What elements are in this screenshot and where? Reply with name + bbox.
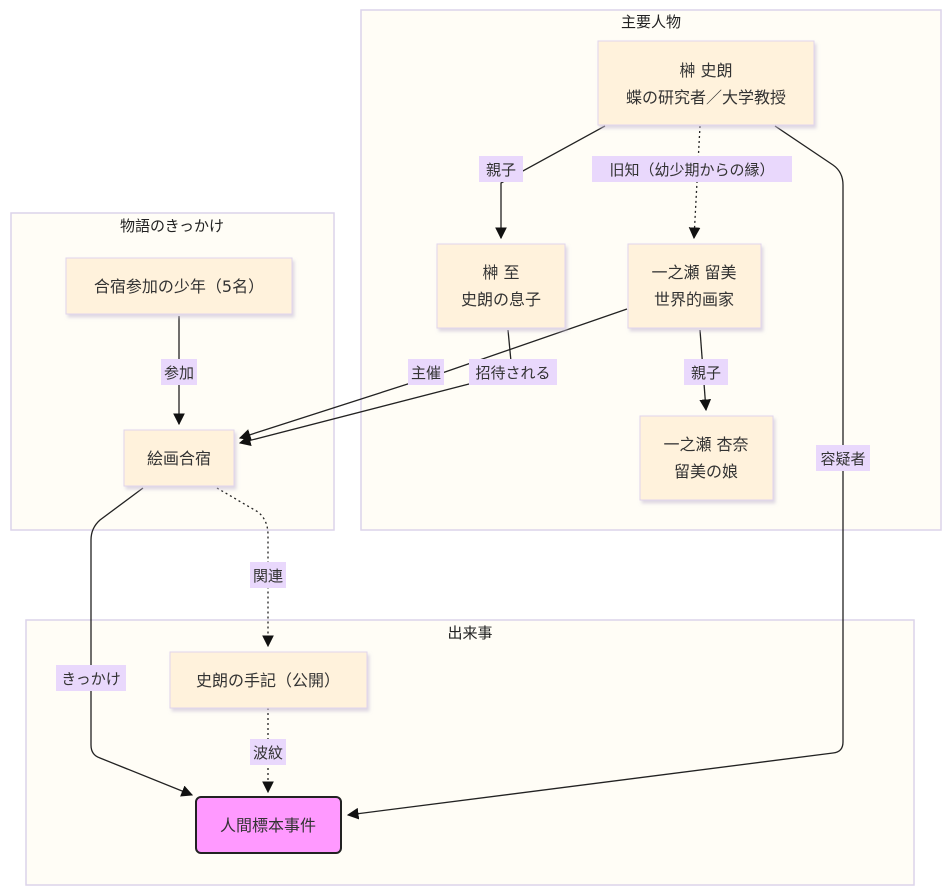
edge-label-camp-incident: きっかけ (56, 665, 126, 691)
edge-label-boys-camp: 参加 (161, 359, 197, 385)
svg-text:合宿参加の少年（5名）: 合宿参加の少年（5名） (94, 277, 264, 296)
node-memoir[interactable]: 史朗の手記（公開） (169, 651, 368, 709)
svg-text:旧知（幼少期からの縁）: 旧知（幼少期からの縁） (609, 161, 774, 179)
svg-text:招待される: 招待される (475, 364, 550, 382)
cluster-title: 物語のきっかけ (120, 217, 224, 235)
svg-text:関連: 関連 (253, 567, 283, 585)
svg-text:榊 至: 榊 至 (482, 263, 519, 282)
edge-shiro-itaru (495, 125, 606, 240)
edge-label-rumi-camp: 主催 (408, 359, 444, 385)
node-rumi[interactable]: 一之瀬 留美 世界的画家 (627, 243, 762, 329)
node-itaru[interactable]: 榊 至 史朗の息子 (436, 243, 566, 329)
edge-label-shiro-itaru: 親子 (479, 156, 523, 182)
node-anna[interactable]: 一之瀬 杏奈 留美の娘 (639, 415, 774, 501)
svg-text:一之瀬 留美: 一之瀬 留美 (651, 263, 736, 282)
svg-text:蝶の研究者／大学教授: 蝶の研究者／大学教授 (626, 88, 786, 107)
svg-text:参加: 参加 (164, 364, 194, 382)
edge-label-camp-memoir: 関連 (250, 562, 286, 588)
svg-text:一之瀬 杏奈: 一之瀬 杏奈 (663, 435, 748, 454)
node-camp[interactable]: 絵画合宿 (123, 429, 235, 487)
svg-text:人間標本事件: 人間標本事件 (220, 816, 316, 835)
svg-text:世界的画家: 世界的画家 (654, 290, 734, 309)
svg-text:主催: 主催 (411, 364, 441, 382)
node-boys[interactable]: 合宿参加の少年（5名） (65, 257, 293, 315)
edge-rumi-camp (238, 308, 628, 441)
svg-text:親子: 親子 (691, 364, 721, 382)
edge-label-memoir-incident: 波紋 (250, 739, 286, 765)
edge-label-rumi-anna: 親子 (684, 359, 728, 385)
edge-label-itaru-camp: 招待される (469, 359, 557, 385)
edge-label-shiro-rumi: 旧知（幼少期からの縁） (592, 156, 792, 182)
svg-text:留美の娘: 留美の娘 (674, 462, 738, 481)
svg-text:絵画合宿: 絵画合宿 (147, 449, 211, 468)
node-incident[interactable]: 人間標本事件 (195, 796, 342, 854)
edge-label-shiro-incident: 容疑者 (816, 445, 870, 471)
svg-text:きっかけ: きっかけ (61, 670, 120, 688)
cluster-title: 主要人物 (621, 13, 681, 31)
svg-text:親子: 親子 (486, 161, 516, 179)
cluster-events: 出来事 (25, 619, 915, 886)
svg-text:容疑者: 容疑者 (820, 450, 865, 468)
svg-text:史朗の手記（公開）: 史朗の手記（公開） (196, 671, 340, 690)
svg-text:榊 史朗: 榊 史朗 (679, 61, 732, 80)
cluster-title: 出来事 (447, 624, 492, 642)
svg-text:史朗の息子: 史朗の息子 (461, 290, 541, 309)
svg-text:波紋: 波紋 (253, 744, 283, 762)
edge-camp-incident (90, 487, 194, 797)
node-shiro[interactable]: 榊 史朗 蝶の研究者／大学教授 (597, 40, 815, 126)
